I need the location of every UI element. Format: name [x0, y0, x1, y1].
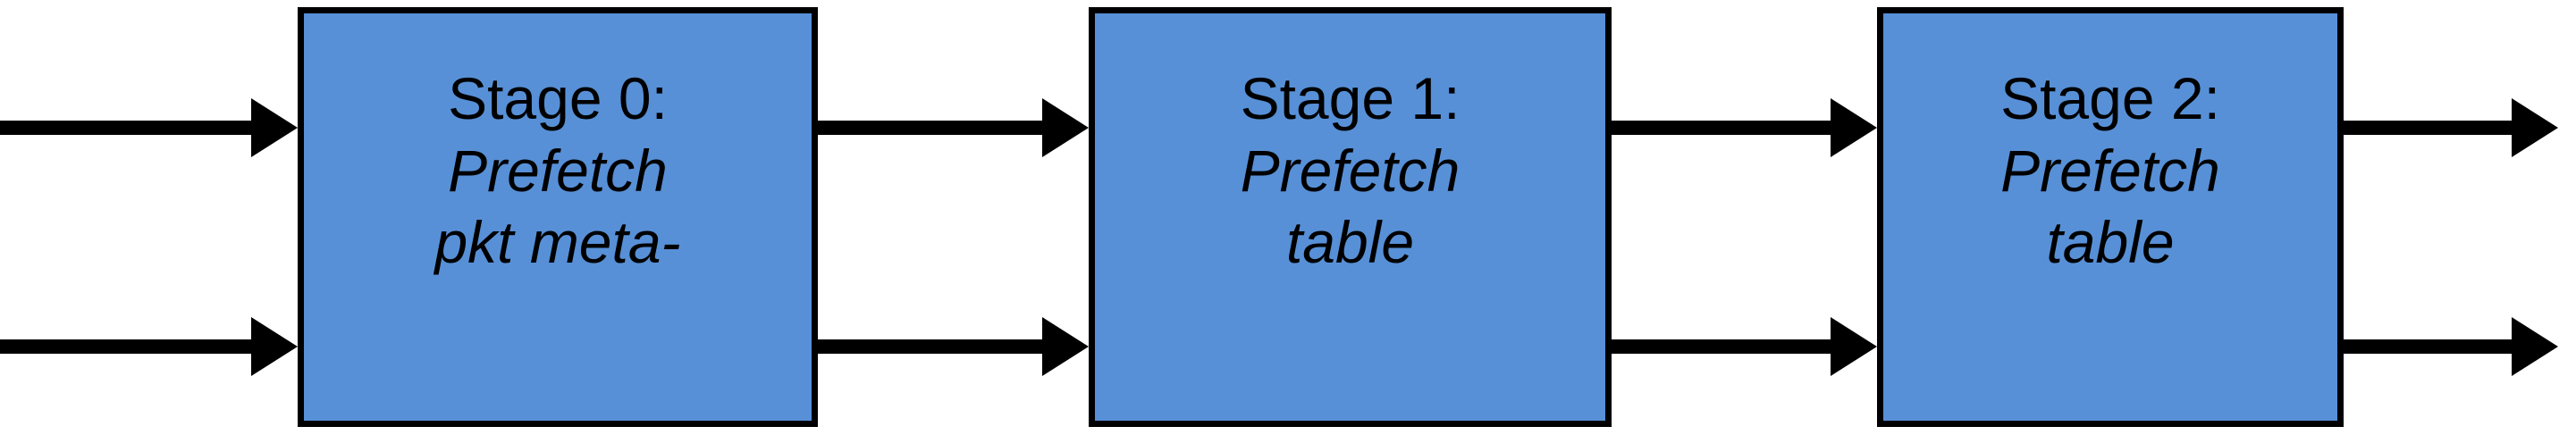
arrow-shaft — [818, 339, 1048, 354]
arrowhead-icon — [251, 98, 298, 157]
arrowhead-icon — [2512, 317, 2558, 376]
stage-box-1[interactable]: Stage 1: Prefetch table — [1089, 7, 1612, 427]
stage-0-subtitle-line-2: pkt meta- — [434, 209, 681, 276]
arrowhead-icon — [1042, 317, 1089, 376]
stage-2-subtitle-line-1: Prefetch — [2000, 137, 2220, 204]
arrow-shaft — [0, 121, 257, 135]
stage-box-0[interactable]: Stage 0: Prefetch pkt meta- — [298, 7, 818, 427]
stage-1-subtitle-line-1: Prefetch — [1240, 137, 1461, 204]
stage-2-subtitle-line-2: table — [2046, 209, 2175, 276]
arrow-shaft — [1612, 339, 1837, 354]
arrow-shaft — [818, 121, 1048, 135]
stage-box-2[interactable]: Stage 2: Prefetch table — [1877, 7, 2344, 427]
stage-0-subtitle-line-1: Prefetch — [448, 137, 668, 204]
arrow-shaft — [1612, 121, 1837, 135]
arrowhead-icon — [1831, 317, 1877, 376]
stage-1-subtitle-line-2: table — [1285, 209, 1415, 276]
arrow-shaft — [2344, 121, 2518, 135]
stage-0-title: Stage 0: — [448, 65, 668, 131]
stage-2-title: Stage 2: — [2000, 65, 2220, 131]
arrowhead-icon — [2512, 98, 2558, 157]
arrowhead-icon — [1042, 98, 1089, 157]
stage-1-title: Stage 1: — [1240, 65, 1461, 131]
arrow-shaft — [2344, 339, 2518, 354]
arrowhead-icon — [251, 317, 298, 376]
arrow-shaft — [0, 339, 257, 354]
arrowhead-icon — [1831, 98, 1877, 157]
